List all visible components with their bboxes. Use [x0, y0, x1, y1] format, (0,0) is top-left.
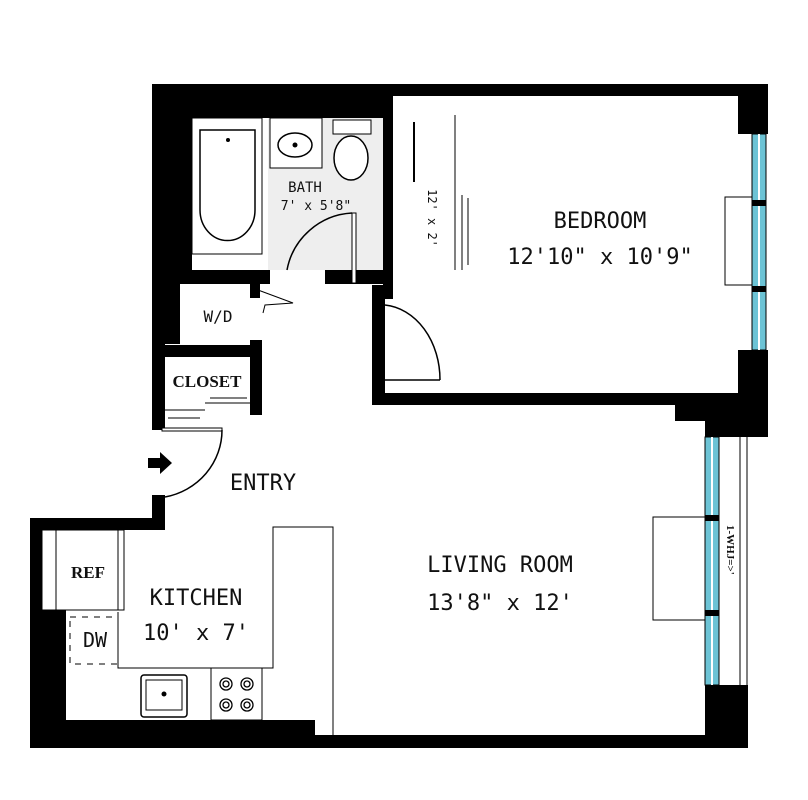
bath-door[interactable]	[286, 212, 353, 271]
kitchen-counter	[117, 526, 334, 735]
bath-label: BATH	[288, 180, 322, 196]
entry-door[interactable]	[164, 429, 223, 498]
bedroom-left-wall	[383, 84, 393, 299]
living-right-wall-bottom	[705, 685, 748, 748]
bedroom-label: BEDROOM	[554, 209, 647, 234]
dw-label: DW	[83, 628, 108, 652]
kitchen-top-wall	[30, 518, 165, 530]
living-room-label: LIVING ROOM	[427, 553, 573, 578]
ref-label: REF	[71, 563, 105, 582]
bottom-wall	[30, 735, 748, 748]
bedroom-right-wall-top	[738, 84, 768, 134]
bedroom-ac-unit	[724, 196, 753, 286]
bedroom-door-wall	[372, 285, 385, 405]
living-ac-unit	[652, 516, 706, 621]
stove	[210, 667, 263, 721]
toilet	[332, 119, 372, 135]
refrigerator	[55, 529, 119, 611]
walls	[30, 84, 768, 748]
living-room-size: 13'8" x 12'	[427, 591, 573, 616]
wd-label: W/D	[204, 307, 233, 326]
bedroom-door[interactable]	[384, 304, 441, 381]
bedroom-closet-size: 12' x 2'	[425, 189, 439, 247]
windows	[652, 133, 767, 686]
kitchen-size: 10' x 7'	[143, 621, 249, 646]
kitchen-label: KITCHEN	[150, 586, 243, 611]
closet	[165, 357, 250, 402]
closet-label: CLOSET	[173, 372, 243, 391]
bath-left-wall	[152, 84, 192, 284]
hvac-label: 1-WHJ=>'	[724, 525, 736, 575]
bedroom-size: 12'10" x 10'9"	[507, 245, 692, 270]
bath-size: 7' x 5'8"	[281, 199, 351, 214]
bath-bottom-wall-right	[325, 270, 393, 284]
closet-right-wall	[250, 340, 262, 415]
wd-jamb	[250, 284, 260, 298]
bedroom-bottom-wall	[372, 393, 705, 405]
dishwasher	[69, 616, 119, 665]
closet-top-wall	[152, 345, 262, 357]
bedroom-right-wall-bottom	[738, 350, 768, 430]
bath-bottom-wall-left	[152, 270, 270, 284]
entry-arrow-icon	[148, 452, 172, 474]
wd-door[interactable]	[257, 289, 294, 314]
entry-label: ENTRY	[230, 471, 296, 496]
